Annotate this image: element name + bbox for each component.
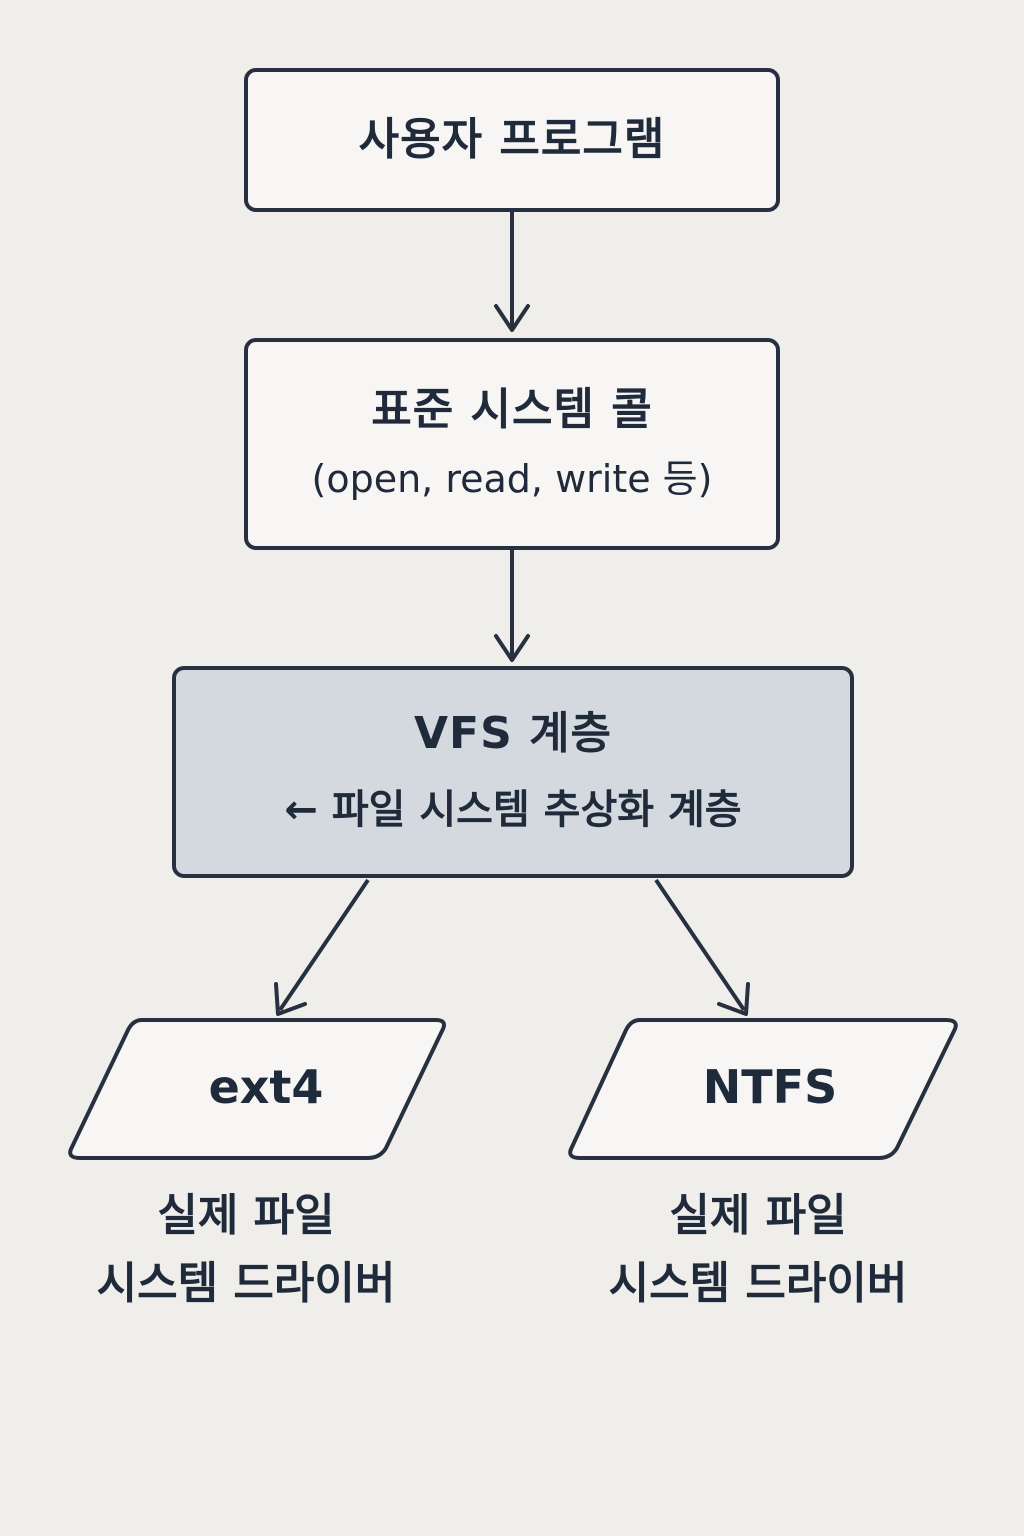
- ext4-caption-line2: 시스템 드라이버: [96, 1258, 396, 1309]
- vfs-layer-box: VFS 계층 ← 파일 시스템 추상화 계층: [172, 666, 854, 878]
- edge-vfs-to-ext4: [274, 878, 370, 1016]
- syscall-examples: (open, read, write 등): [311, 456, 713, 501]
- arrowhead-icon: [274, 982, 307, 1016]
- syscall-box: 표준 시스템 콜 (open, read, write 등): [244, 338, 780, 550]
- vfs-description: ← 파일 시스템 추상화 계층: [284, 787, 742, 834]
- vfs-label: VFS 계층: [413, 707, 613, 759]
- arrowhead-icon: [494, 634, 530, 662]
- arrowhead-icon: [717, 982, 750, 1016]
- ntfs-parallelogram: [568, 1018, 958, 1160]
- ntfs-label: NTFS: [702, 1060, 838, 1114]
- ext4-caption: 실제 파일 시스템 드라이버: [36, 1182, 456, 1318]
- user-program-box: 사용자 프로그램: [244, 68, 780, 212]
- ntfs-caption-line1: 실제 파일: [669, 1190, 847, 1241]
- ext4-parallelogram: [68, 1018, 446, 1160]
- ext4-caption-line1: 실제 파일: [157, 1190, 335, 1241]
- ntfs-caption-line2: 시스템 드라이버: [608, 1258, 908, 1309]
- edge-user-to-syscall: [494, 212, 530, 332]
- user-program-label: 사용자 프로그램: [358, 113, 666, 165]
- syscall-label: 표준 시스템 콜: [371, 383, 653, 435]
- ext4-label: ext4: [208, 1060, 324, 1114]
- edge-syscall-to-vfs: [494, 550, 530, 662]
- ntfs-caption: 실제 파일 시스템 드라이버: [548, 1182, 968, 1318]
- edge-vfs-to-ntfs: [654, 878, 750, 1016]
- arrowhead-icon: [494, 304, 530, 332]
